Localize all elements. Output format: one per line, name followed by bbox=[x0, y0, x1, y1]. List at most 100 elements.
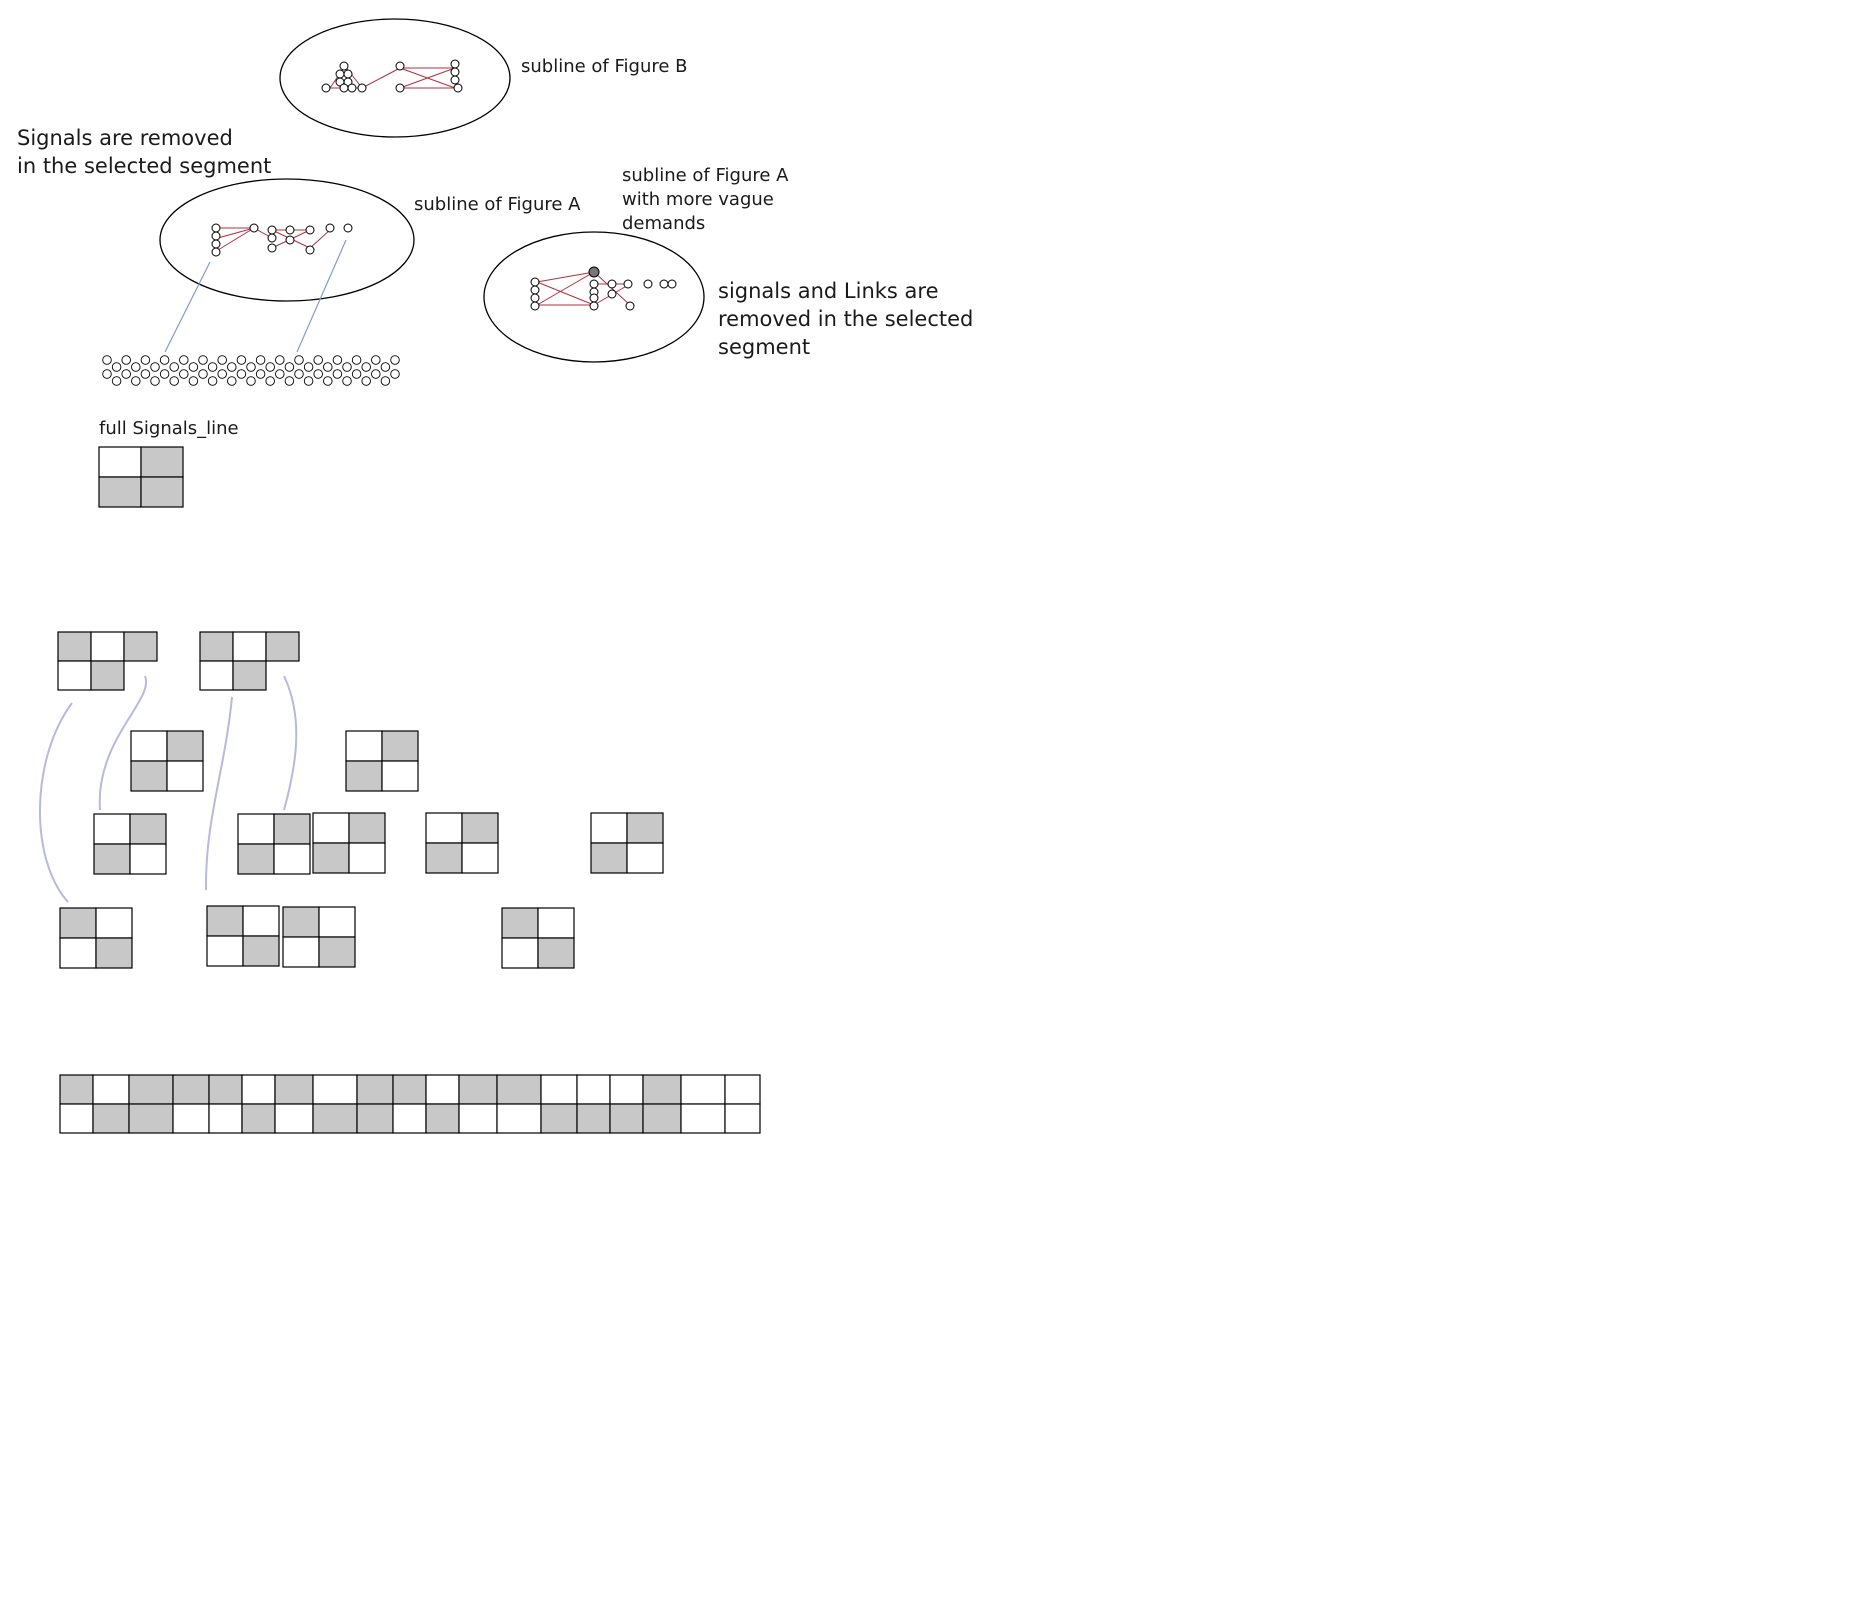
signal-node bbox=[275, 369, 285, 379]
subline-figure-a-label: subline of Figure A bbox=[414, 194, 581, 215]
signal-node bbox=[131, 376, 141, 386]
subline-figure-a-ellipse bbox=[159, 178, 415, 302]
pattern-2x2-a-6 bbox=[425, 812, 499, 874]
signal-node bbox=[390, 369, 400, 379]
signal-node bbox=[371, 355, 381, 365]
strip-cell bbox=[128, 1103, 174, 1134]
grid-cell bbox=[242, 905, 280, 937]
grid-cell bbox=[140, 476, 184, 508]
signal-node bbox=[313, 355, 323, 365]
pattern-2x2-b-1 bbox=[59, 907, 133, 969]
signal-node bbox=[303, 376, 314, 386]
grid-cell bbox=[90, 631, 125, 662]
subline-figure-a-vague-group: subline of Figure A with more vague dema… bbox=[483, 165, 973, 363]
strip-cell bbox=[92, 1103, 130, 1134]
grid-cell bbox=[537, 937, 575, 969]
grid-cell bbox=[206, 905, 244, 937]
grid-cell bbox=[590, 842, 628, 874]
grid-cell bbox=[232, 660, 267, 691]
legend-grid bbox=[98, 446, 184, 508]
signal-node bbox=[236, 355, 247, 365]
signal-node bbox=[255, 369, 266, 379]
signal-node bbox=[140, 369, 151, 379]
pattern-2x2-b-3 bbox=[282, 906, 356, 968]
subline-figure-a-vague-ellipse bbox=[483, 231, 705, 363]
strip-cell bbox=[59, 1103, 94, 1134]
signal-node bbox=[361, 362, 371, 372]
grid-cell bbox=[57, 660, 92, 691]
strip-cell bbox=[680, 1103, 726, 1134]
signal-node bbox=[169, 376, 179, 386]
grid-cell bbox=[130, 760, 168, 792]
grid-cell bbox=[312, 842, 350, 874]
links-removed-label-line3: segment bbox=[718, 335, 810, 359]
grid-cell bbox=[318, 936, 356, 968]
signal-node bbox=[207, 376, 218, 386]
pattern-2x2-a-7 bbox=[590, 812, 664, 874]
signal-node bbox=[380, 376, 391, 386]
grid-cell bbox=[140, 446, 184, 478]
subline-figure-a-group: subline of Figure A bbox=[159, 178, 581, 353]
signal-node bbox=[275, 355, 285, 365]
grid-cell bbox=[90, 660, 125, 691]
grid-cell bbox=[501, 937, 539, 969]
signal-node bbox=[227, 362, 237, 372]
grid-cell bbox=[129, 843, 167, 875]
subline-figure-b-label: subline of Figure B bbox=[521, 56, 688, 77]
strip-cell bbox=[680, 1074, 726, 1105]
subline-a-vague-label-line3: demands bbox=[622, 213, 705, 234]
pattern-2x2-a-3 bbox=[93, 813, 167, 875]
signal-node bbox=[371, 369, 381, 379]
strip-cell bbox=[458, 1103, 498, 1134]
strip-cell bbox=[172, 1074, 210, 1105]
grid-cell bbox=[59, 937, 97, 969]
signal-node bbox=[284, 362, 295, 372]
signal-node bbox=[284, 376, 295, 386]
strip-cell bbox=[312, 1103, 358, 1134]
grid-cell bbox=[537, 907, 575, 939]
signal-node bbox=[159, 369, 170, 379]
grid-cell bbox=[461, 812, 499, 844]
signal-node bbox=[390, 355, 400, 365]
signal-node bbox=[380, 362, 391, 372]
signal-node bbox=[303, 362, 314, 372]
strip-cell bbox=[172, 1103, 210, 1134]
strip-cell bbox=[609, 1103, 644, 1134]
strip-cell bbox=[392, 1103, 427, 1134]
grid-cell bbox=[282, 936, 320, 968]
legend-2x2-grid bbox=[98, 446, 184, 508]
signal-node bbox=[198, 369, 208, 379]
signal-node bbox=[351, 355, 362, 365]
strip-cell bbox=[356, 1074, 394, 1105]
pattern-2x2-a-4 bbox=[237, 813, 311, 875]
strip-cell bbox=[241, 1103, 276, 1134]
full-signals-chain bbox=[102, 355, 400, 386]
grid-cell bbox=[232, 631, 267, 662]
grid-cell bbox=[501, 907, 539, 939]
subline-figure-a-network bbox=[211, 223, 353, 257]
grid-cell bbox=[95, 937, 133, 969]
signal-node bbox=[207, 362, 218, 372]
strip-cell bbox=[241, 1074, 276, 1105]
signal-node bbox=[323, 362, 333, 372]
strip-cell bbox=[356, 1103, 394, 1134]
strip-cell bbox=[208, 1074, 243, 1105]
grid-cell bbox=[57, 631, 92, 662]
subline-figure-a-vague-network bbox=[530, 266, 677, 311]
signal-node bbox=[294, 355, 304, 365]
signal-node bbox=[198, 355, 208, 365]
signal-node bbox=[131, 362, 141, 372]
grid-cell bbox=[381, 760, 419, 792]
links-removed-label-line2: removed in the selected bbox=[718, 307, 973, 331]
connector-curve-2 bbox=[98, 675, 148, 811]
strip-cell bbox=[496, 1074, 542, 1105]
signal-node bbox=[111, 376, 122, 386]
grid-cell bbox=[98, 476, 142, 508]
signal-node bbox=[102, 369, 112, 379]
grid-cell bbox=[237, 843, 275, 875]
strip-cell bbox=[208, 1103, 243, 1134]
grid-cell bbox=[282, 906, 320, 938]
grid-cell bbox=[166, 760, 204, 792]
grid-cell bbox=[123, 631, 158, 662]
grid-cell bbox=[590, 812, 628, 844]
